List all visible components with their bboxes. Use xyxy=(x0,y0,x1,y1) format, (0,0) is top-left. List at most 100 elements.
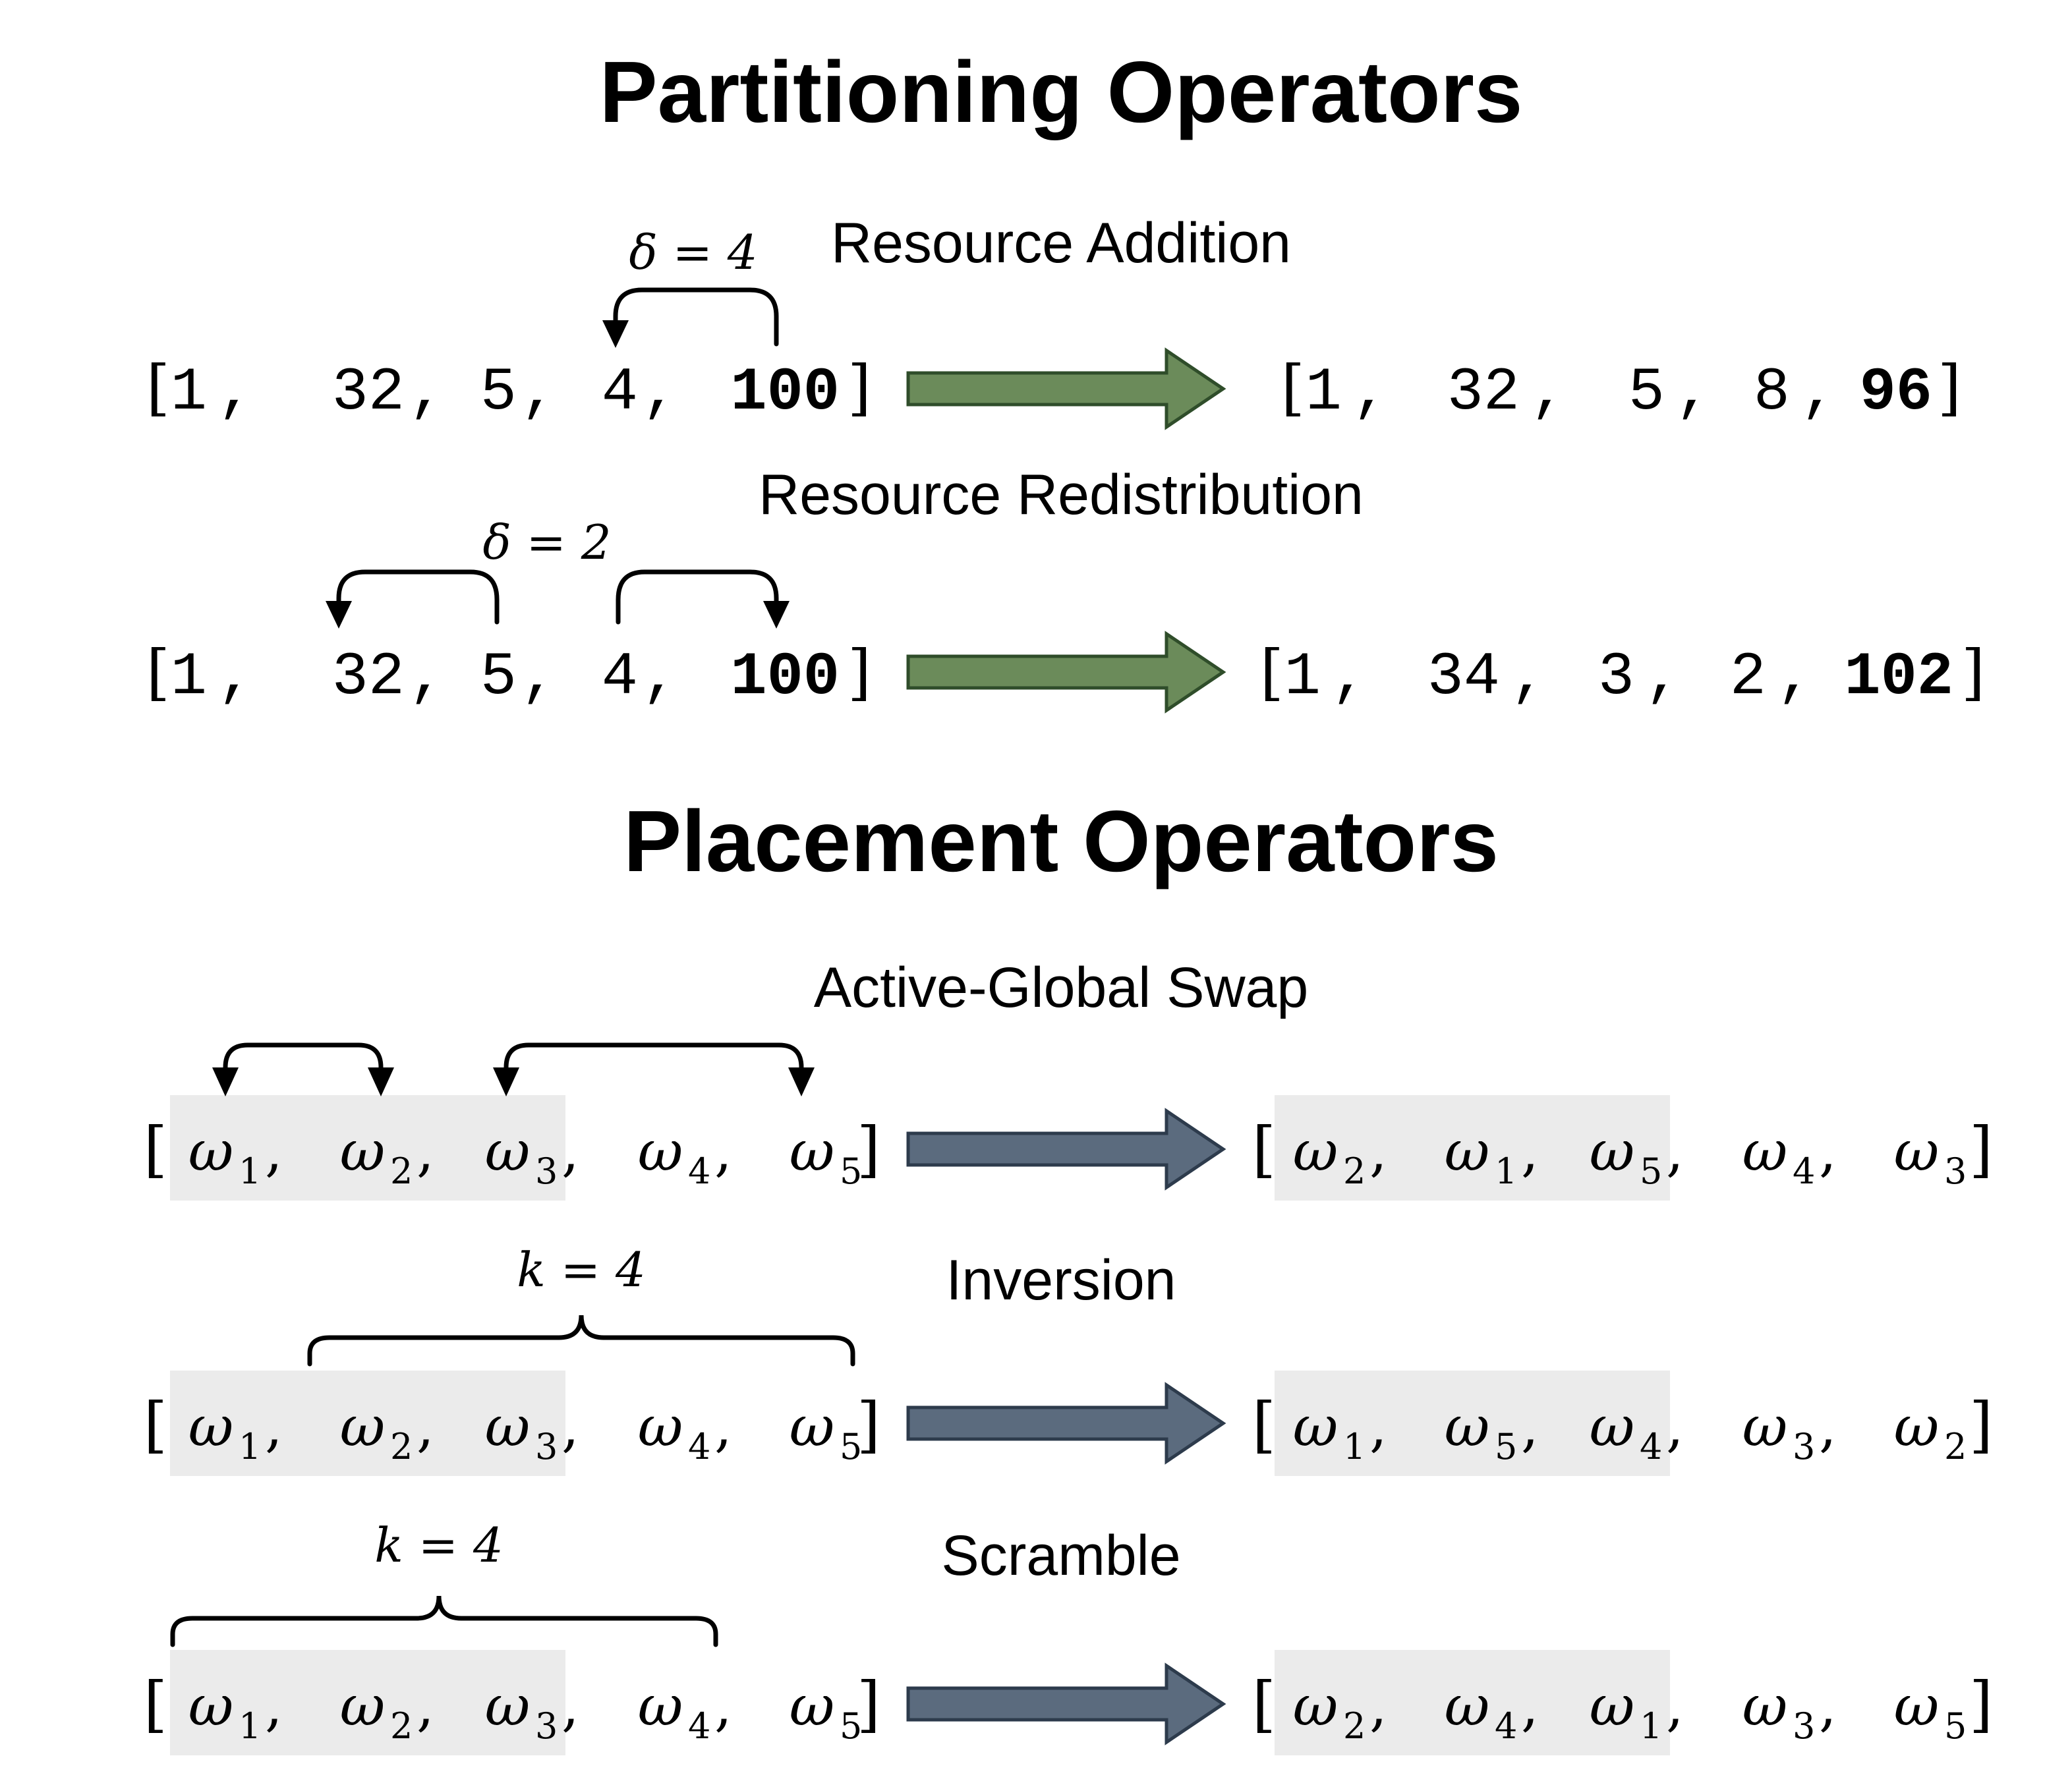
scramble-input-comma-1: , xyxy=(417,1674,434,1738)
inversion-input-highlight xyxy=(170,1371,565,1476)
redistribution-input-value-1: 32 xyxy=(332,642,405,712)
scramble-output-omega-0: ω xyxy=(1293,1674,1338,1738)
redistribution-output-comma-1: , xyxy=(1511,642,1547,712)
swap-input-subscript-2: 3 xyxy=(535,1150,558,1192)
scramble-input-highlight xyxy=(170,1650,565,1755)
inversion-output-omega-0: ω xyxy=(1293,1394,1338,1459)
addition-input-value-2: 5 xyxy=(480,358,517,427)
swap-input-comma-1: , xyxy=(417,1119,434,1183)
scramble-output-close-bracket: ] xyxy=(1969,1669,1993,1740)
addition-output-value-2: 5 xyxy=(1628,358,1665,427)
inversion-input-subscript-1: 2 xyxy=(390,1426,413,1467)
addition-arrow-curve xyxy=(613,287,779,347)
swap-output-omega-0: ω xyxy=(1293,1119,1338,1183)
inversion-output-comma-2: , xyxy=(1666,1394,1684,1459)
addition-arrow-head xyxy=(602,320,629,348)
addition-input-comma-3: , xyxy=(642,358,678,427)
swap-output-omega-3: ω xyxy=(1742,1119,1788,1183)
swap-input-omega-2: ω xyxy=(485,1119,531,1183)
swap-input-comma-2: , xyxy=(561,1119,579,1183)
scramble-input-open-bracket: [ xyxy=(144,1669,167,1740)
scramble-k-label: k = 4 xyxy=(374,1518,504,1573)
swap-input-open-bracket: [ xyxy=(144,1114,167,1185)
scramble-output-omega-3: ω xyxy=(1742,1674,1788,1738)
redistribution-input-comma-0: , xyxy=(217,642,254,712)
redistribution-arrow-right-head xyxy=(763,601,790,629)
swap-output-open-bracket: [ xyxy=(1252,1114,1276,1185)
inversion-output-omega-1: ω xyxy=(1445,1394,1490,1459)
addition-input-value-0: 1 xyxy=(171,358,207,427)
inversion-output-subscript-2: 4 xyxy=(1640,1426,1662,1467)
addition-input-value-4: 100 xyxy=(730,358,840,427)
redistribution-input-comma-3: , xyxy=(642,642,678,712)
swap-output-omega-2: ω xyxy=(1590,1119,1635,1183)
scramble-input-subscript-0: 1 xyxy=(239,1705,261,1747)
inversion-input-omega-2: ω xyxy=(485,1394,531,1459)
redistribution-output-value-0: 1 xyxy=(1284,642,1321,712)
swap-arrow-right-curve xyxy=(504,1042,804,1073)
redistribution-block-arrow xyxy=(906,631,1226,714)
redistribution-output-value-3: 2 xyxy=(1730,642,1766,712)
redistribution-output-open-bracket: [ xyxy=(1260,637,1284,708)
scramble-output-subscript-0: 2 xyxy=(1343,1705,1366,1747)
inversion-output-subscript-0: 1 xyxy=(1343,1426,1366,1467)
scramble-output-subscript-4: 5 xyxy=(1944,1705,1967,1747)
addition-output-comma-0: , xyxy=(1352,358,1389,427)
swap-output-omega-4: ω xyxy=(1894,1119,1940,1183)
scramble-input-subscript-3: 4 xyxy=(688,1705,710,1747)
inversion-input-subscript-2: 3 xyxy=(535,1426,558,1467)
swap-output-highlight xyxy=(1275,1095,1670,1201)
swap-input-subscript-4: 5 xyxy=(840,1150,862,1192)
swap-output-comma-2: , xyxy=(1666,1119,1684,1183)
swap-input-omega-3: ω xyxy=(638,1119,683,1183)
swap-arrow-right-head-b xyxy=(788,1067,815,1096)
scramble-input-close-bracket: ] xyxy=(857,1669,880,1740)
scramble-input-subscript-1: 2 xyxy=(390,1705,413,1747)
swap-output-subscript-1: 1 xyxy=(1495,1150,1517,1192)
scramble-output-omega-2: ω xyxy=(1590,1674,1635,1738)
scramble-output-comma-3: , xyxy=(1819,1674,1837,1738)
scramble-output-subscript-3: 3 xyxy=(1793,1705,1815,1747)
addition-output-comma-3: , xyxy=(1800,358,1837,427)
scramble-input-comma-0: , xyxy=(265,1674,283,1738)
swap-input-highlight xyxy=(170,1095,565,1201)
inversion-output-comma-0: , xyxy=(1369,1394,1387,1459)
addition-output-comma-2: , xyxy=(1675,358,1712,427)
swap-output-omega-1: ω xyxy=(1445,1119,1490,1183)
scramble-output-omega-4: ω xyxy=(1894,1674,1940,1738)
inversion-input-omega-3: ω xyxy=(638,1394,683,1459)
inversion-input-open-bracket: [ xyxy=(144,1390,167,1460)
swap-arrow-left-head-a xyxy=(212,1067,239,1096)
swap-input-subscript-0: 1 xyxy=(239,1150,261,1192)
redistribution-input-value-0: 1 xyxy=(171,642,207,712)
inversion-output-omega-2: ω xyxy=(1590,1394,1635,1459)
inversion-output-open-bracket: [ xyxy=(1252,1390,1276,1460)
inversion-input-subscript-3: 4 xyxy=(688,1426,710,1467)
redistribution-output-comma-3: , xyxy=(1777,642,1813,712)
addition-output-value-4: 96 xyxy=(1860,358,1932,427)
scramble-output-omega-1: ω xyxy=(1445,1674,1490,1738)
inversion-input-comma-1: , xyxy=(417,1394,434,1459)
scramble-input-omega-0: ω xyxy=(188,1674,234,1738)
addition-output-comma-1: , xyxy=(1530,358,1567,427)
swap-block-arrow xyxy=(906,1108,1226,1191)
inversion-input-omega-1: ω xyxy=(340,1394,386,1459)
redistribution-arrow-left-curve xyxy=(336,569,500,625)
resource-redistribution-title: Resource Redistribution xyxy=(759,463,1364,526)
inversion-input-close-bracket: ] xyxy=(857,1390,880,1460)
scramble-title: Scramble xyxy=(941,1524,1180,1587)
swap-output-subscript-4: 3 xyxy=(1944,1150,1967,1192)
inversion-output-comma-1: , xyxy=(1521,1394,1539,1459)
addition-output-value-0: 1 xyxy=(1306,358,1342,427)
inversion-output-omega-3: ω xyxy=(1742,1394,1788,1459)
inversion-output-highlight xyxy=(1275,1371,1670,1476)
swap-arrow-left-curve xyxy=(223,1042,384,1073)
addition-input-value-3: 4 xyxy=(602,358,638,427)
inversion-output-subscript-1: 5 xyxy=(1495,1426,1517,1467)
redistribution-arrow-right-curve xyxy=(616,569,779,625)
redistribution-output-comma-2: , xyxy=(1645,642,1681,712)
addition-input-close-bracket: ] xyxy=(848,353,871,423)
swap-input-comma-3: , xyxy=(714,1119,732,1183)
inversion-output-subscript-4: 2 xyxy=(1944,1426,1967,1467)
